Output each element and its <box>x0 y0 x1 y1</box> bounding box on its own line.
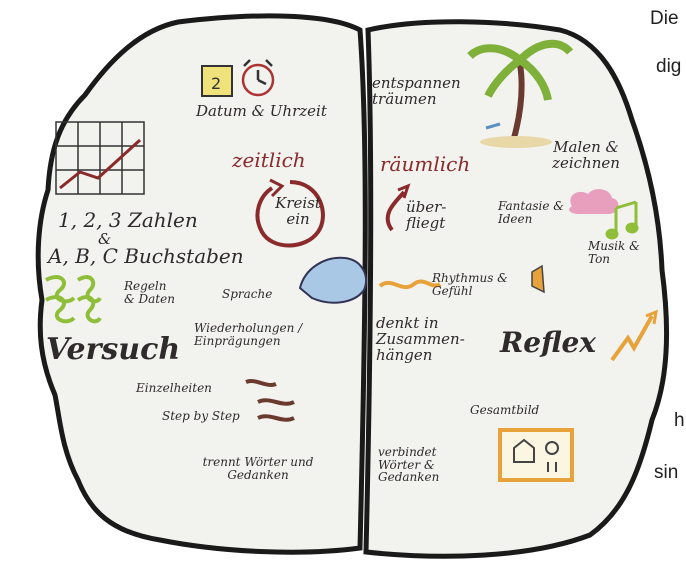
picture-frame-icon <box>498 428 574 482</box>
green-swirl-icon <box>45 275 102 324</box>
wavy-lines-icon <box>245 379 295 422</box>
speech-bubble-icon <box>298 256 367 304</box>
rules-label: Regeln & Daten <box>124 279 175 306</box>
kreist-ein-label: Kreist ein <box>275 194 321 228</box>
fly-label: über-fliegt <box>406 198 447 232</box>
right-hemisphere-shape <box>363 19 670 559</box>
squiggle-arrow-icon <box>385 183 411 232</box>
language-label: Sprache <box>222 287 273 301</box>
connects-label: verbindet Wörter & Gedanken <box>378 445 440 485</box>
separates-label: trennt Wörter und Gedanken <box>202 455 314 482</box>
pink-cloud-icon <box>569 189 619 214</box>
details-label: Einzelheiten <box>136 381 212 395</box>
step-label: Step by Step <box>162 409 240 423</box>
spatial-label: räumlich <box>380 152 471 176</box>
alarm-clock-icon <box>241 59 275 97</box>
circular-arrow-icon <box>255 178 325 248</box>
zeitlich-label: zeitlich <box>232 148 306 172</box>
side-text-3: h <box>674 410 685 431</box>
rhythm-label: Rhythmus & Gefühl <box>432 271 508 298</box>
paint-label: Malen & zeichnen <box>552 138 620 172</box>
line-graph-icon <box>55 121 145 195</box>
calendar-icon <box>201 65 233 97</box>
context-label: denkt in Zusammen-hängen <box>376 314 465 364</box>
speaker-icon <box>531 264 545 294</box>
reflex-label: Reflex <box>500 326 596 359</box>
date-time-label: Datum & Uhrzeit <box>196 102 327 120</box>
relax-label: entspannen träumen <box>372 74 461 108</box>
side-text-2: dig <box>656 56 682 77</box>
versuch-label: Versuch <box>46 332 181 367</box>
letters-label: A, B, C Buchstaben <box>48 244 244 268</box>
reflex-arrow-icon <box>610 309 658 362</box>
fantasy-label: Fantasie & Ideen <box>498 199 564 226</box>
repetition-label: Wiederholungen / Einprägungen <box>194 321 303 348</box>
numbers-label: 1, 2, 3 Zahlen <box>58 208 198 232</box>
music-label: Musik & Ton <box>588 239 640 266</box>
calendar-number: 2 <box>211 74 221 93</box>
ampersand-label: & <box>98 230 112 248</box>
palm-tree-icon <box>467 39 574 148</box>
side-text-1: Die <box>650 8 679 29</box>
side-text-4: sin <box>654 462 679 483</box>
music-note-icon <box>605 200 639 240</box>
overall-label: Gesamtbild <box>470 403 540 417</box>
rhythm-wave-icon <box>378 279 442 290</box>
